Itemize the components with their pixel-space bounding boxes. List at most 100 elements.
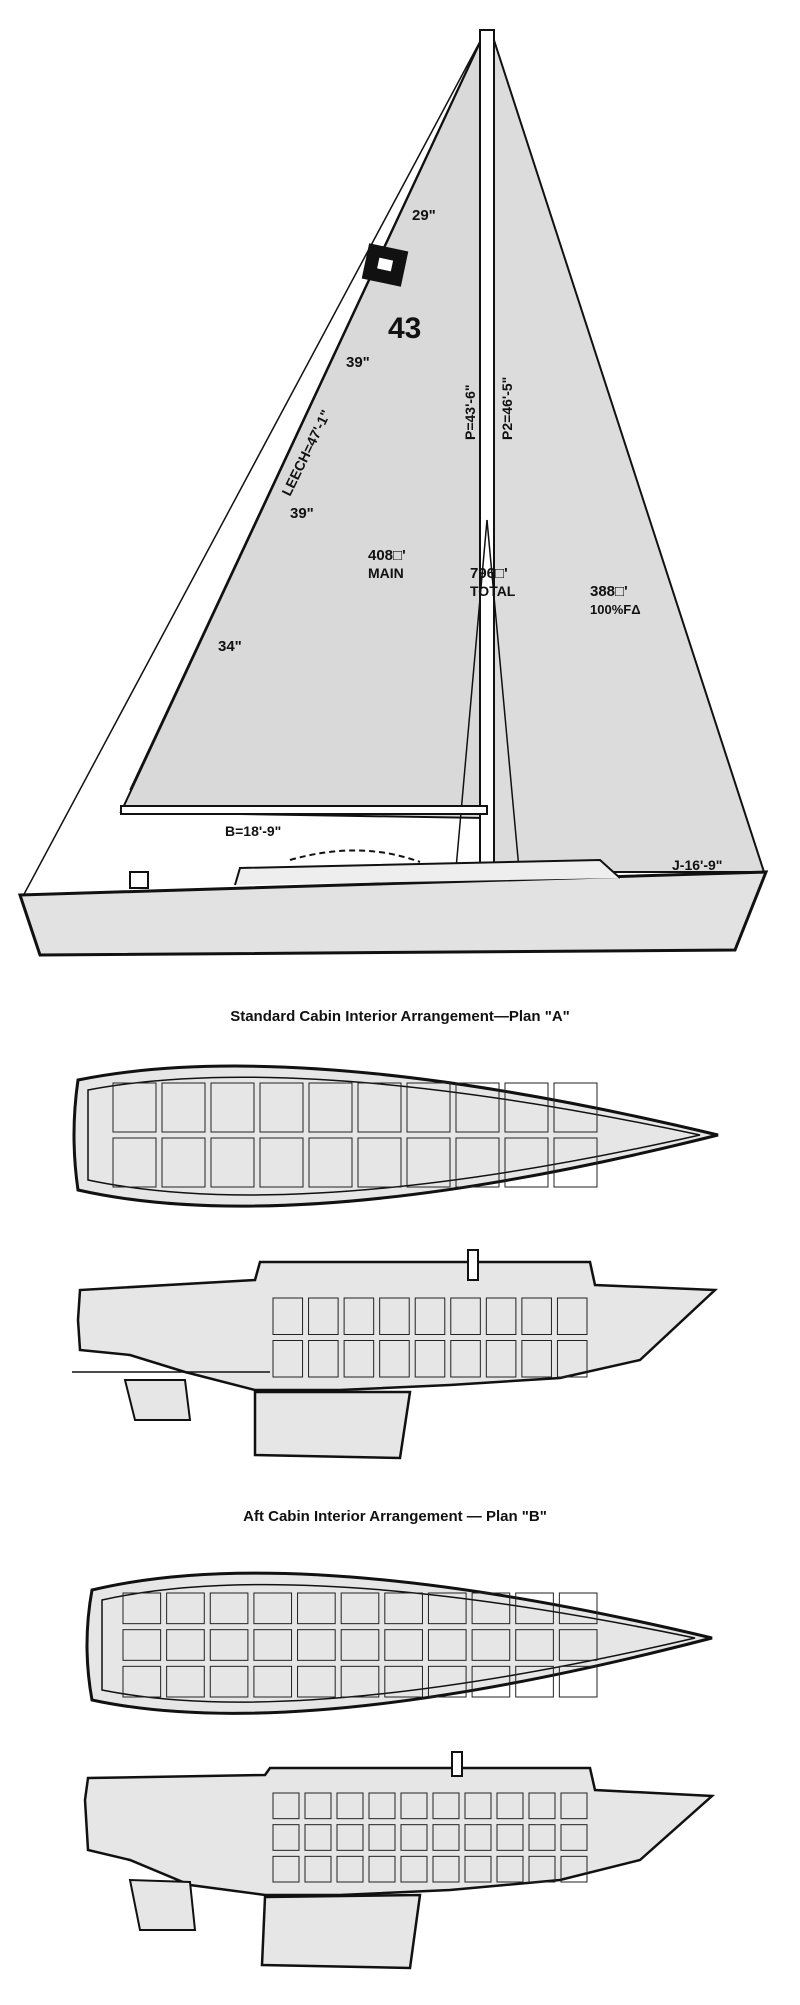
compartment: [308, 1137, 353, 1188]
compartment: [379, 1340, 410, 1378]
compartment: [556, 1297, 588, 1335]
compartment: [560, 1824, 588, 1851]
mainsail: [119, 33, 485, 820]
compartment: [122, 1665, 162, 1698]
batten-3: 39": [290, 505, 314, 522]
total-area: 796□': [470, 565, 508, 582]
p2-dimension: P2=46'-5": [499, 377, 515, 440]
compartment: [336, 1792, 364, 1820]
compartment: [496, 1824, 524, 1851]
compartment: [432, 1855, 460, 1883]
compartment: [521, 1340, 552, 1378]
compartment: [432, 1824, 460, 1851]
compartment: [368, 1855, 396, 1883]
compartment: [427, 1592, 467, 1625]
compartment: [253, 1592, 293, 1625]
compartment: [343, 1340, 375, 1378]
compartment: [471, 1665, 511, 1698]
compartment: [471, 1592, 511, 1625]
compartment: [253, 1665, 293, 1698]
compartment: [112, 1082, 157, 1133]
compartment: [504, 1137, 549, 1188]
compartment: [297, 1665, 336, 1698]
compartment: [166, 1592, 205, 1625]
compartment: [259, 1137, 304, 1188]
compartment: [272, 1297, 304, 1335]
compartment: [496, 1792, 524, 1820]
compartment: [297, 1592, 336, 1625]
compartment: [558, 1629, 598, 1661]
plan-a-deck-layout: [72, 1064, 719, 1208]
leech-line: [129, 49, 477, 791]
compartment: [368, 1824, 396, 1851]
compartment: [485, 1340, 517, 1378]
compartment: [521, 1297, 552, 1335]
deckhouse: [234, 858, 621, 886]
compartment: [464, 1855, 492, 1883]
main-area: 408□': [368, 547, 406, 564]
compartment: [340, 1629, 380, 1661]
compartment: [304, 1824, 332, 1851]
compartment: [343, 1297, 375, 1335]
compartment: [464, 1824, 492, 1851]
jib-base-label: J-16'-9": [672, 857, 722, 873]
batten-1: 29": [412, 207, 436, 224]
backstay: [21, 33, 485, 899]
compartment: [210, 1082, 255, 1133]
compartment: [272, 1824, 300, 1851]
compartment: [455, 1137, 500, 1188]
compartment: [308, 1297, 339, 1335]
hull: [17, 870, 769, 957]
compartment: [379, 1297, 410, 1335]
compartment: [414, 1340, 446, 1378]
sail-plan: [17, 29, 769, 957]
main-label: MAIN: [368, 565, 404, 581]
compartment: [161, 1137, 206, 1188]
compartment: [357, 1137, 402, 1188]
compartment: [209, 1592, 249, 1625]
compartment: [464, 1792, 492, 1820]
compartment: [432, 1792, 460, 1820]
plan-b-title: Aft Cabin Interior Arrangement — Plan "B…: [243, 1508, 547, 1525]
compartment: [427, 1665, 467, 1698]
compartment: [560, 1792, 588, 1820]
compartment: [384, 1592, 423, 1625]
compartment: [471, 1629, 511, 1661]
p-dimension: P=43'-6": [462, 384, 478, 440]
compartment: [558, 1592, 598, 1625]
compartment: [450, 1340, 481, 1378]
compartment: [450, 1297, 481, 1335]
compartment: [297, 1629, 336, 1661]
compartment: [400, 1824, 428, 1851]
compartment: [504, 1082, 549, 1133]
compartment: [122, 1592, 162, 1625]
compartment: [209, 1665, 249, 1698]
logo-43: [361, 243, 409, 287]
compartment: [336, 1855, 364, 1883]
compartment: [560, 1855, 588, 1883]
boom: [120, 805, 488, 815]
mast: [479, 29, 495, 879]
stern-pulpit: [129, 871, 149, 889]
compartment: [455, 1082, 500, 1133]
compartment: [485, 1297, 517, 1335]
compartment: [414, 1297, 446, 1335]
compartment: [384, 1629, 423, 1661]
fore-area: 388□': [590, 583, 628, 600]
compartment: [406, 1137, 451, 1188]
compartment: [308, 1340, 339, 1378]
plan-b-profile: [83, 1751, 716, 1970]
compartment: [259, 1082, 304, 1133]
batten-2: 39": [346, 354, 370, 371]
compartment: [528, 1792, 556, 1820]
compartment: [122, 1629, 162, 1661]
compartment: [553, 1082, 598, 1133]
dodger: [289, 849, 421, 863]
jib: [491, 33, 766, 873]
compartment: [553, 1137, 598, 1188]
fore-label: 100%FΔ: [590, 602, 641, 617]
compartment: [556, 1340, 588, 1378]
compartment: [166, 1665, 205, 1698]
